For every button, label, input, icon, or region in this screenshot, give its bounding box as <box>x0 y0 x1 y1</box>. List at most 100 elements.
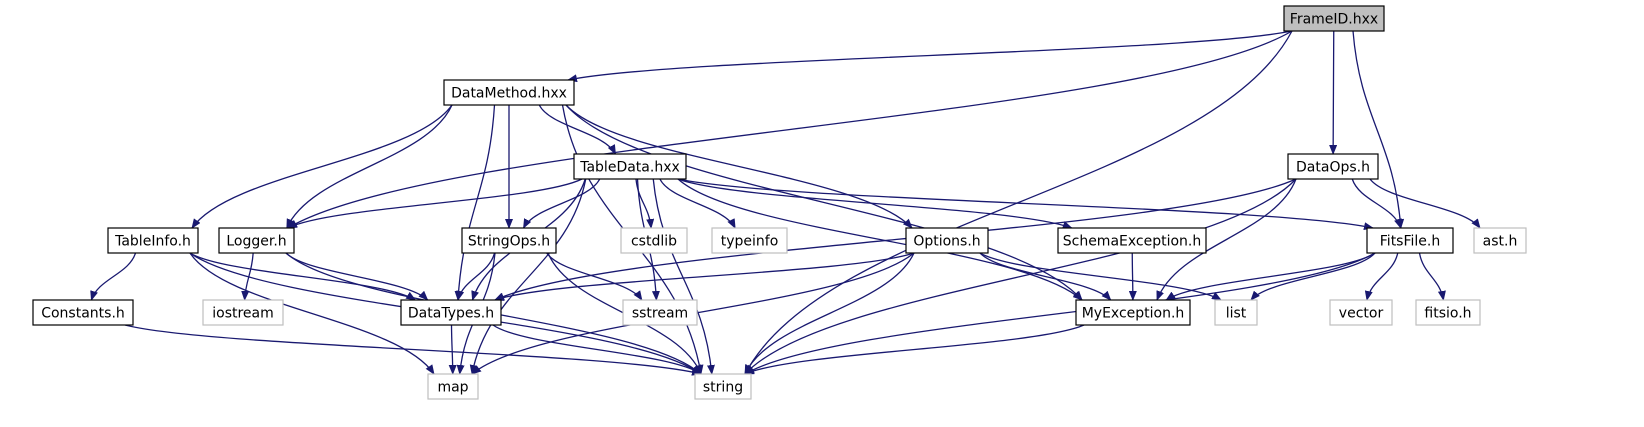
node-label-sstream: sstream <box>632 306 688 322</box>
node-label-schemaexc: SchemaException.h <box>1063 234 1202 250</box>
node-label-datamethod: DataMethod.hxx <box>451 86 567 102</box>
node-label-fitsio: fitsio.h <box>1424 306 1471 322</box>
node-box-cstdlib <box>620 227 688 254</box>
edge-datatypes-to-map <box>448 324 457 375</box>
node-label-tabledata: TableData.hxx <box>579 160 680 176</box>
edge-datamethod-to-tableinfo <box>191 104 453 229</box>
node-typeinfo: typeinfo <box>711 227 788 254</box>
edge-dataops-to-fitsfile <box>1351 178 1402 229</box>
edge-schemaexc-to-myexception <box>1128 252 1137 301</box>
node-cstdlib: cstdlib <box>620 227 688 254</box>
edges-layer <box>90 30 1481 376</box>
node-box-map <box>427 373 479 400</box>
node-constants[interactable]: Constants.h <box>32 299 134 326</box>
node-label-tableinfo: TableInfo.h <box>114 234 191 250</box>
edge-datatypes-to-string <box>492 324 702 375</box>
node-label-stringops: StringOps.h <box>468 234 550 250</box>
node-box-frameid <box>1283 5 1385 32</box>
node-stringops[interactable]: StringOps.h <box>461 227 557 254</box>
node-fitsio: fitsio.h <box>1415 299 1481 326</box>
edge-fitsfile-to-vector <box>1364 252 1399 301</box>
node-box-string <box>694 373 752 400</box>
edge-tabledata-to-schemaexc <box>677 178 1073 229</box>
node-label-ast: ast.h <box>1483 234 1518 250</box>
edge-options-to-list <box>979 252 1222 301</box>
node-label-myexception: MyException.h <box>1082 306 1185 322</box>
edge-dataops-to-myexception <box>1156 178 1297 301</box>
node-box-tabledata <box>573 153 687 180</box>
node-box-list <box>1214 299 1258 326</box>
node-logger[interactable]: Logger.h <box>218 227 295 254</box>
edge-frameid-to-fitsfile <box>1352 30 1405 229</box>
node-label-options: Options.h <box>913 234 980 250</box>
node-box-myexception <box>1075 299 1191 326</box>
edge-tableinfo-to-map <box>189 252 435 375</box>
node-dataops[interactable]: DataOps.h <box>1287 153 1379 180</box>
node-map: map <box>427 373 479 400</box>
edge-stringops-to-sstream <box>546 252 643 301</box>
edge-datamethod-to-options <box>565 104 913 229</box>
node-options[interactable]: Options.h <box>905 227 989 254</box>
node-label-string: string <box>703 380 743 396</box>
node-datamethod[interactable]: DataMethod.hxx <box>443 79 575 106</box>
node-datatypes[interactable]: DataTypes.h <box>400 299 502 326</box>
node-label-iostream: iostream <box>212 306 274 322</box>
edge-tabledata-to-stringops <box>522 178 601 229</box>
edge-tabledata-to-typeinfo <box>659 178 736 229</box>
edge-options-to-myexception <box>979 252 1112 301</box>
node-box-iostream <box>202 299 284 326</box>
edge-options-to-datatypes <box>494 252 915 301</box>
node-vector: vector <box>1329 299 1393 326</box>
edge-tabledata-to-string <box>652 178 715 375</box>
edge-tabledata-to-myexception <box>677 178 1083 301</box>
node-box-stringops <box>461 227 557 254</box>
edge-constants-to-string <box>124 324 702 376</box>
node-schemaexc[interactable]: SchemaException.h <box>1057 227 1207 254</box>
edge-datamethod-to-logger <box>286 104 453 229</box>
edge-tableinfo-to-datatypes <box>189 252 417 301</box>
node-box-constants <box>32 299 134 326</box>
node-box-fitsio <box>1415 299 1481 326</box>
edge-logger-to-datatypes <box>285 252 429 301</box>
node-label-datatypes: DataTypes.h <box>408 306 494 322</box>
node-box-dataops <box>1287 153 1379 180</box>
edge-fitsfile-to-myexception <box>1165 252 1376 301</box>
edge-frameid-to-datamethod <box>567 30 1293 83</box>
edge-options-to-string <box>744 252 915 375</box>
node-ast: ast.h <box>1473 227 1527 254</box>
node-box-vector <box>1329 299 1393 326</box>
edge-datamethod-to-datatypes <box>454 104 496 301</box>
node-list: list <box>1214 299 1258 326</box>
node-box-datamethod <box>443 79 575 106</box>
edge-logger-to-iostream <box>241 252 254 301</box>
node-fitsfile[interactable]: FitsFile.h <box>1366 227 1454 254</box>
edge-stringops-to-datatypes <box>456 252 496 301</box>
edge-frameid-to-dataops <box>1329 30 1338 155</box>
edge-dataops-to-ast <box>1369 178 1481 229</box>
node-tabledata[interactable]: TableData.hxx <box>573 153 687 180</box>
node-box-datatypes <box>400 299 502 326</box>
node-tableinfo[interactable]: TableInfo.h <box>107 227 199 254</box>
node-label-logger: Logger.h <box>226 234 286 250</box>
edge-fitsfile-to-list <box>1250 252 1376 301</box>
node-label-map: map <box>437 380 468 396</box>
node-string: string <box>694 373 752 400</box>
node-label-frameid: FrameID.hxx <box>1290 12 1378 28</box>
edge-datamethod-to-tabledata <box>538 104 617 155</box>
node-box-tableinfo <box>107 227 199 254</box>
node-label-cstdlib: cstdlib <box>631 234 677 250</box>
node-box-schemaexc <box>1057 227 1207 254</box>
node-box-fitsfile <box>1366 227 1454 254</box>
node-label-fitsfile: FitsFile.h <box>1380 234 1440 250</box>
edge-frameid-to-logger <box>287 30 1293 229</box>
node-label-list: list <box>1226 306 1247 322</box>
edge-tabledata-to-map <box>469 178 587 375</box>
node-frameid[interactable]: FrameID.hxx <box>1283 5 1385 32</box>
edge-dataops-to-string <box>744 178 1297 375</box>
edge-tabledata-to-fitsfile <box>677 178 1374 231</box>
edge-dataops-to-datatypes <box>494 178 1297 301</box>
node-box-sstream <box>622 299 698 326</box>
node-myexception[interactable]: MyException.h <box>1075 299 1191 326</box>
